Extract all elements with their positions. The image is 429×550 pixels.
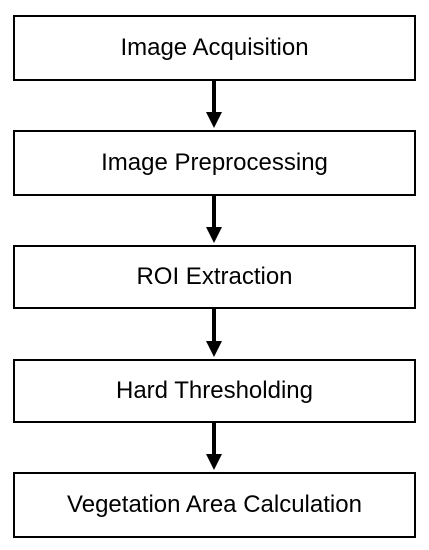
arrow-4-head	[206, 454, 222, 470]
step-label: ROI Extraction	[136, 263, 293, 290]
step-label: Hard Thresholding	[115, 377, 313, 404]
step-label: Image Preprocessing	[101, 149, 328, 176]
arrow-3	[206, 309, 222, 357]
step-label: Image Acquisition	[120, 34, 309, 61]
step-label: Vegetation Area Calculation	[67, 491, 362, 518]
step-vegetation-area-calculation: Vegetation Area Calculation	[13, 472, 416, 538]
arrow-1-head	[206, 112, 222, 128]
arrow-3-head	[206, 341, 222, 357]
arrow-2-head	[206, 227, 222, 243]
arrow-2	[206, 196, 222, 243]
step-hard-thresholding: Hard Thresholding	[13, 359, 416, 423]
step-roi-extraction: ROI Extraction	[13, 245, 416, 309]
arrow-1	[206, 81, 222, 128]
step-image-preprocessing: Image Preprocessing	[13, 130, 416, 196]
arrow-4	[206, 423, 222, 470]
step-image-acquisition: Image Acquisition	[13, 15, 416, 81]
